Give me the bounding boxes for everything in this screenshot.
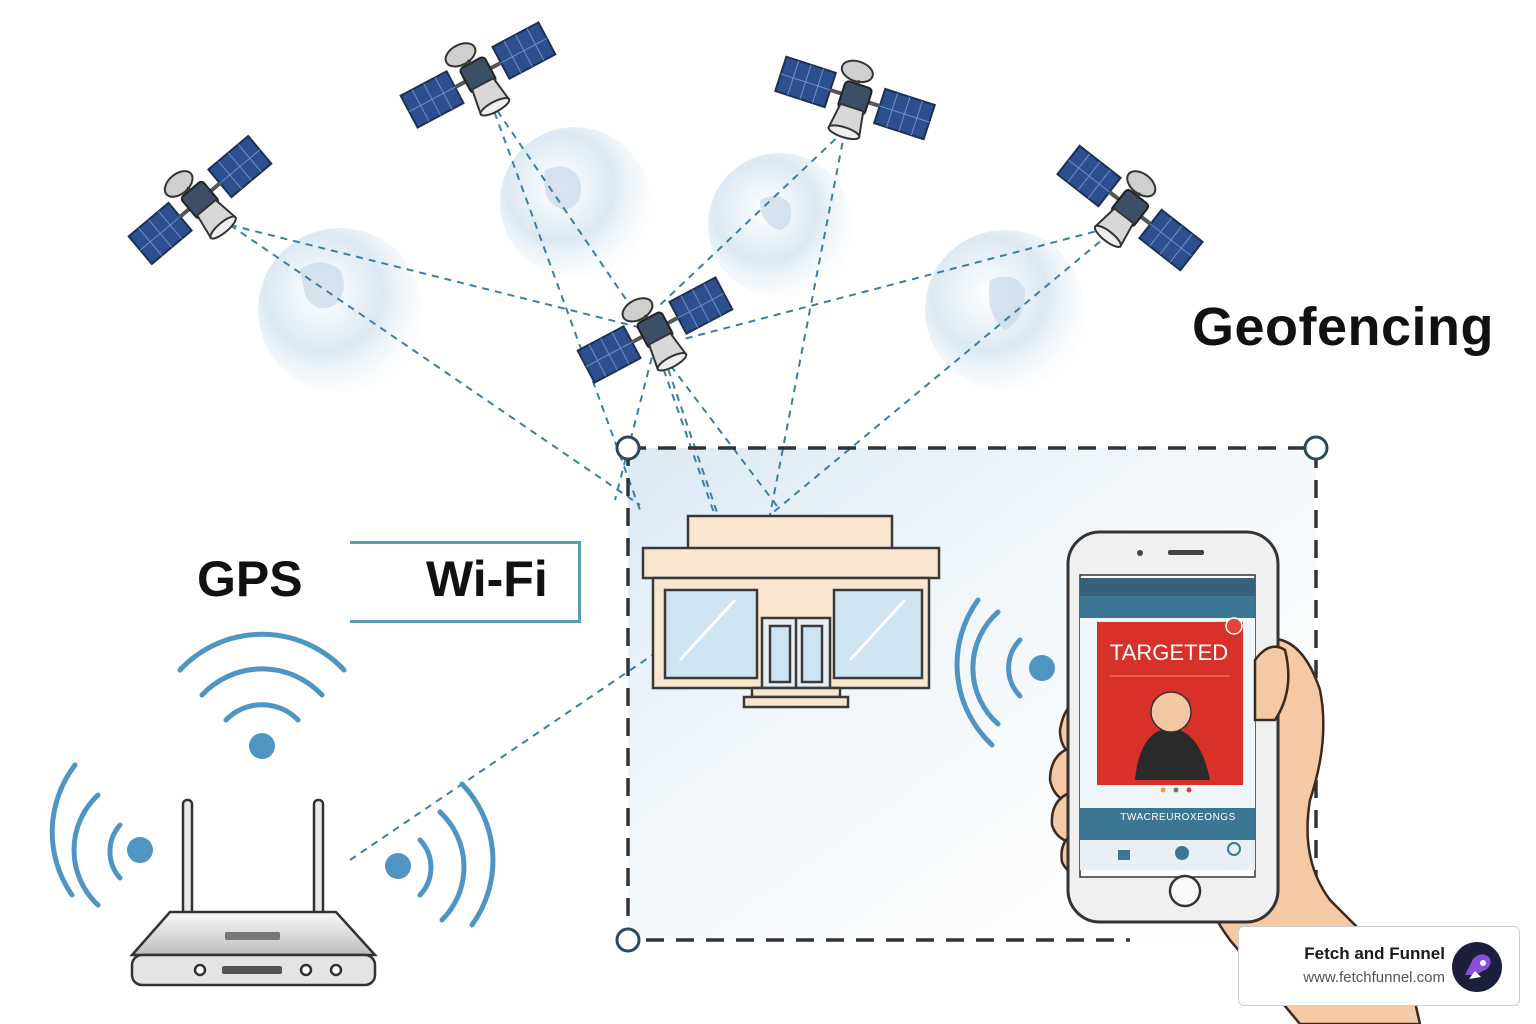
brand-watermark[interactable]: Fetch and Funnel www.fetchfunnel.com [1238, 926, 1520, 1006]
brand-url[interactable]: www.fetchfunnel.com [1303, 969, 1445, 986]
brand-name: Fetch and Funnel [1304, 944, 1445, 964]
promo-title: TARGETED [1097, 640, 1241, 666]
diagram-title: Geofencing [1192, 296, 1494, 358]
smartphone-icon [1068, 532, 1278, 922]
satellite-icon [392, 7, 566, 148]
gps-label: GPS [197, 550, 303, 608]
satellite-icon [768, 40, 940, 161]
satellite-icon [569, 262, 743, 403]
brand-logo-icon [1451, 941, 1503, 993]
wifi-signal-icon [52, 634, 493, 925]
wifi-label: Wi-Fi [426, 550, 548, 608]
promo-caption: TWACREUROXEONGS [1088, 812, 1268, 823]
router-icon [132, 800, 375, 985]
satellite-icon [117, 122, 286, 281]
